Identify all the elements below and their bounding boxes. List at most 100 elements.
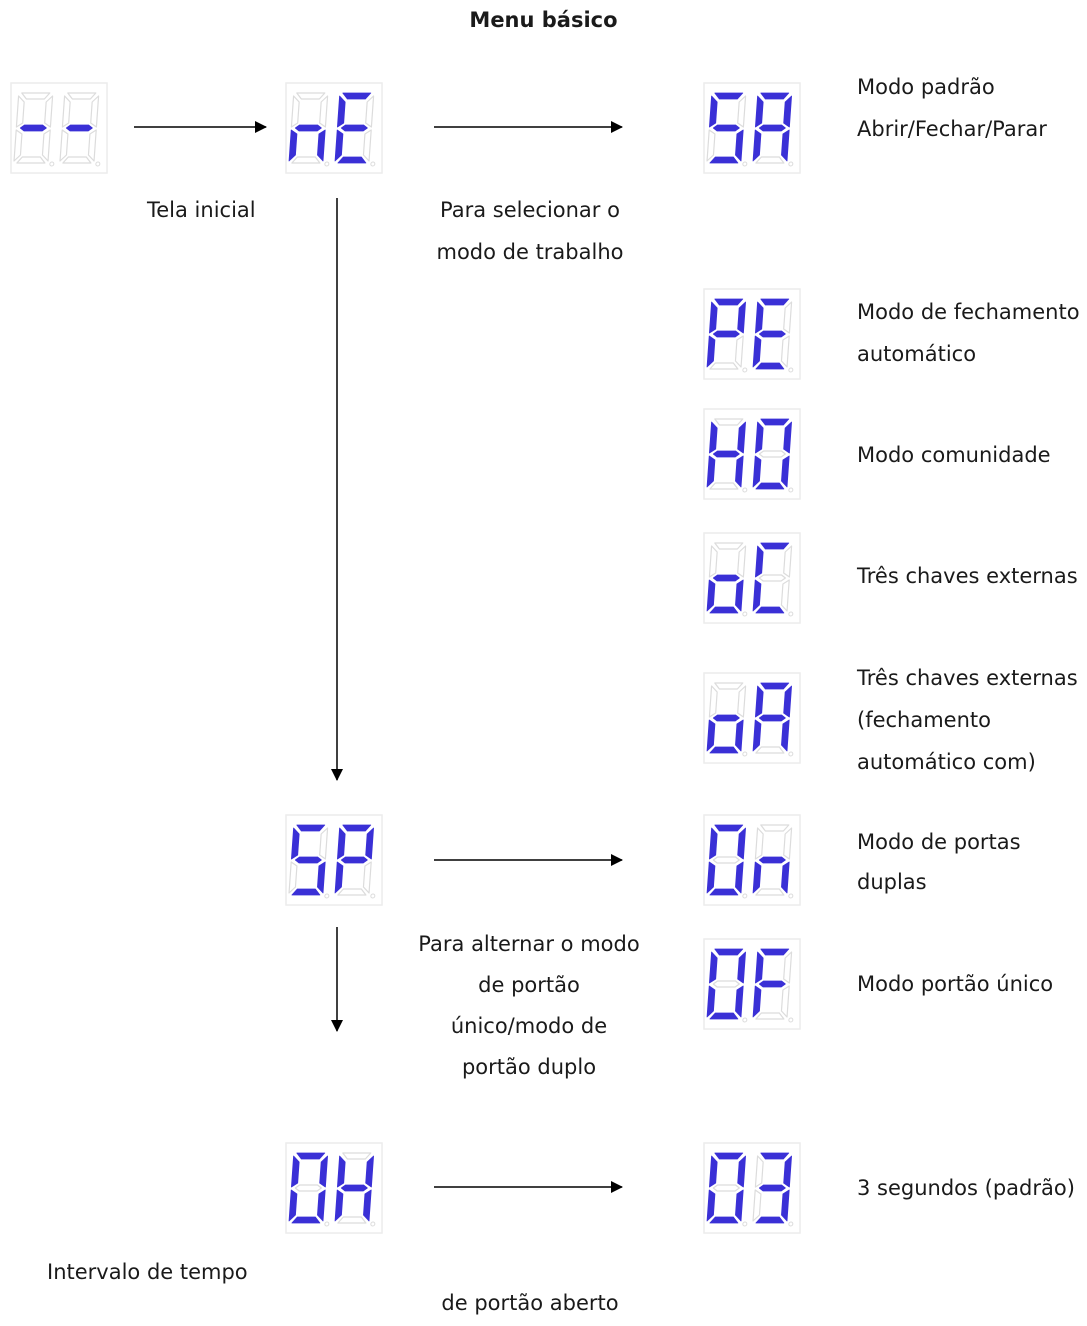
segment-b <box>783 1155 792 1188</box>
segment-b <box>783 827 793 860</box>
segment-f <box>709 951 718 984</box>
option-line: (fechamento <box>857 708 991 732</box>
seven-segment-oa <box>703 672 801 764</box>
segment-a <box>296 92 326 100</box>
option-line: Abrir/Fechar/Parar <box>857 117 1047 141</box>
segment-a <box>342 824 372 832</box>
segment-c <box>781 129 790 162</box>
seven-segment-ho <box>703 408 801 500</box>
segment-e <box>752 719 762 752</box>
segment-f <box>755 545 764 578</box>
segment-a <box>760 418 790 426</box>
segment-g <box>712 856 740 864</box>
segment-f <box>15 95 25 128</box>
segment-d <box>291 888 321 896</box>
segment-c <box>735 455 744 488</box>
segment-a <box>760 542 790 550</box>
display-on <box>703 814 801 906</box>
segment-d <box>755 606 785 614</box>
segment-b <box>737 301 746 334</box>
segment-e <box>334 129 344 162</box>
segment-b <box>44 95 54 128</box>
segment-c <box>781 455 790 488</box>
oh-caption-b: de portão aberto <box>441 1291 619 1315</box>
segment-f <box>291 1155 300 1188</box>
segment-b <box>783 545 793 578</box>
segment-f <box>337 95 346 128</box>
diagram-title: Menu básico <box>469 8 618 32</box>
segment-g <box>758 980 786 988</box>
display-ho <box>703 408 801 500</box>
option-line: Modo de portas <box>857 830 1021 854</box>
segment-c <box>735 1189 744 1222</box>
option-of-text: Modo portão único <box>857 963 1053 1005</box>
seven-segment-sp <box>285 814 383 906</box>
segment-c <box>87 129 97 162</box>
option-ho-text: Modo comunidade <box>857 434 1051 476</box>
segment-a <box>760 948 790 956</box>
display-sa <box>703 82 801 174</box>
option-oa-text: Três chaves externas (fechamento automát… <box>857 657 1078 783</box>
segment-d <box>755 1012 785 1020</box>
segment-d <box>709 1216 739 1224</box>
segment-e <box>706 1189 716 1222</box>
segment-c <box>317 861 326 894</box>
start-caption: Tela inicial <box>147 198 256 222</box>
segment-d <box>755 888 785 896</box>
option-line: 3 segundos (padrão) <box>857 1176 1075 1200</box>
segment-b <box>737 545 747 578</box>
segment-b <box>737 95 747 128</box>
segment-c <box>735 719 744 752</box>
segment-c <box>780 335 790 368</box>
segment-e <box>706 335 716 368</box>
display-pe <box>703 288 801 380</box>
segment-b <box>737 827 746 860</box>
segment-a <box>714 418 744 426</box>
segment-e <box>752 455 762 488</box>
segment-e <box>706 455 716 488</box>
segment-e <box>752 129 762 162</box>
oh-caption-a: Intervalo de tempo <box>47 1260 248 1284</box>
option-line: Modo portão único <box>857 972 1054 996</box>
option-line: Modo padrão <box>857 75 995 99</box>
segment-d <box>62 156 92 164</box>
segment-a <box>342 92 372 100</box>
sp-caption: Para alternar o modo de portão único/mod… <box>400 924 658 1088</box>
segment-e <box>752 1189 762 1222</box>
segment-c <box>735 129 744 162</box>
segment-a <box>296 824 326 832</box>
option-line: Três chaves externas <box>857 666 1078 690</box>
segment-c <box>362 129 372 162</box>
segment-d <box>755 482 785 490</box>
seven-segment-ne <box>285 82 383 174</box>
segment-c <box>781 861 790 894</box>
option-line: automático com) <box>857 750 1036 774</box>
segment-f <box>755 421 764 454</box>
segment-b <box>319 95 329 128</box>
option-line: duplas <box>857 870 927 894</box>
segment-d <box>291 156 321 164</box>
segment-f <box>754 1155 764 1188</box>
segment-a <box>760 92 790 100</box>
display-sp <box>285 814 383 906</box>
segment-f <box>709 301 718 334</box>
segment-b <box>90 95 100 128</box>
segment-b <box>737 421 746 454</box>
ne-caption-line: Para selecionar o <box>440 198 620 222</box>
segment-e <box>288 1189 298 1222</box>
segment-e <box>334 861 344 894</box>
segment-c <box>781 1189 790 1222</box>
segment-f <box>708 685 718 718</box>
segment-c <box>317 129 326 162</box>
segment-f <box>709 1155 718 1188</box>
segment-g <box>294 856 322 864</box>
segment-g <box>712 574 740 582</box>
segment-d <box>16 156 46 164</box>
segment-a <box>296 1152 326 1160</box>
segment-a <box>714 682 744 690</box>
display-ne <box>285 82 383 174</box>
segment-g <box>712 330 740 338</box>
segment-c <box>317 1189 326 1222</box>
option-oc-text: Três chaves externas <box>857 555 1078 597</box>
